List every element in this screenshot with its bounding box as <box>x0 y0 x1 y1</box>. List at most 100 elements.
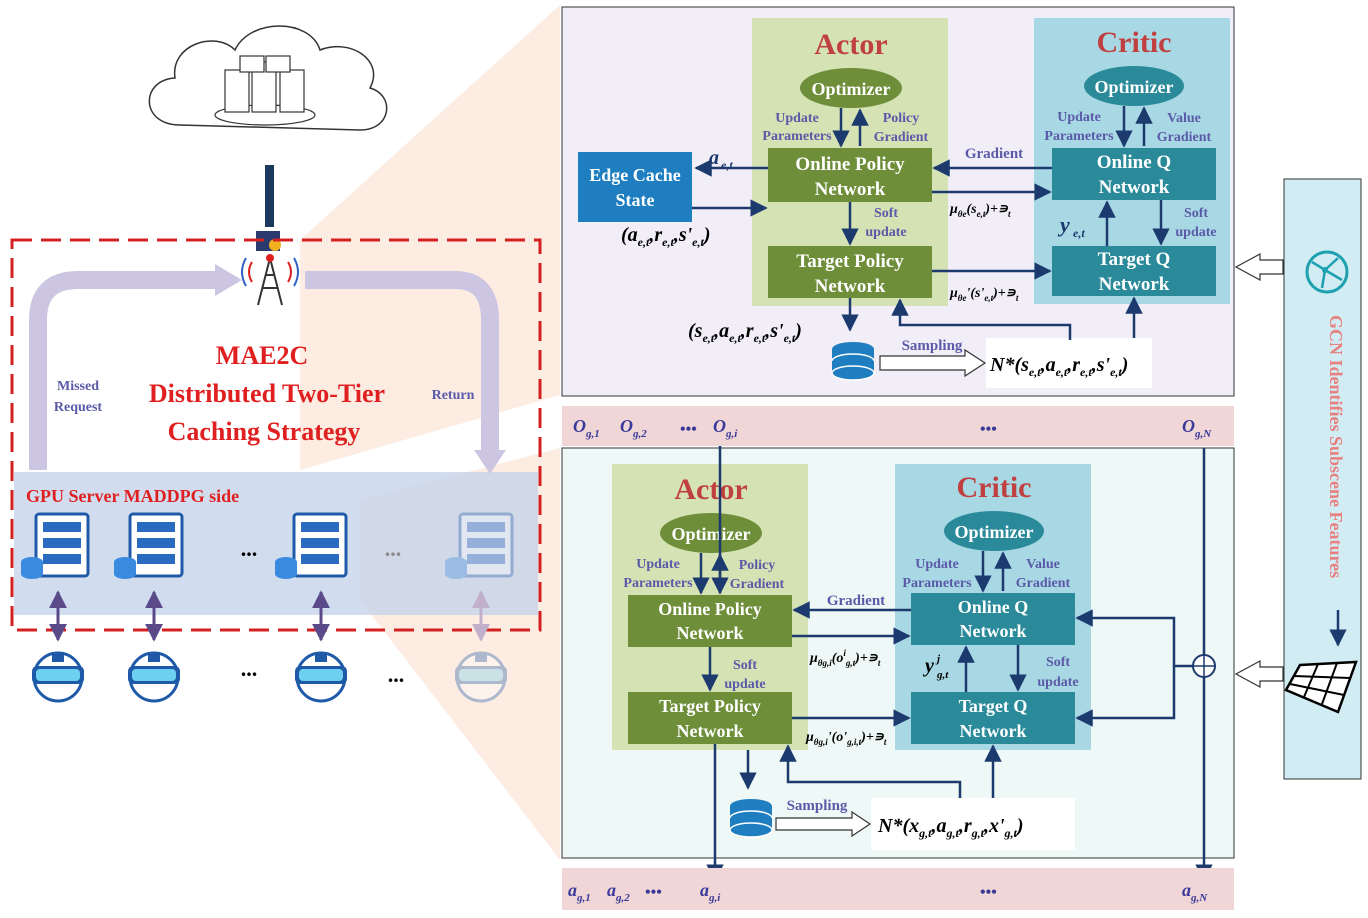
target-q-network <box>1052 246 1216 296</box>
observation-band <box>562 406 1234 446</box>
mae2c-title: MAE2C <box>216 341 308 370</box>
servers-ellipsis: ... <box>241 536 258 561</box>
gcn-label: GCN Identifies Subscene Features <box>1326 315 1346 578</box>
target-q-network-bottom <box>911 692 1075 744</box>
value-label: Value <box>1026 557 1060 572</box>
soft-label: Soft <box>1184 206 1208 221</box>
mu-target-formula: μθe'(s'e,t)+∍t <box>949 286 1019 303</box>
target-policy-label-1: Target Policy <box>796 251 904 272</box>
replay-buffer-icon <box>729 799 773 838</box>
minibatch-formula: N*(se,t,ae,t,re,t,s'e,t) <box>989 354 1128 379</box>
cloud-icon <box>148 25 388 131</box>
actor-title-bottom: Actor <box>674 473 747 506</box>
target-policy-network-bottom <box>628 692 792 744</box>
servers-ellipsis-faded: ... <box>385 536 402 561</box>
update-label: Update <box>1057 110 1101 125</box>
target-policy-bottom-label-2: Network <box>677 721 744 741</box>
svg-text:Og,N: Og,N <box>1182 416 1212 440</box>
svg-text:ag,1: ag,1 <box>568 880 591 904</box>
actor-title: Actor <box>814 28 887 61</box>
target-policy-network <box>768 246 932 298</box>
y-formula: y e,t <box>1057 212 1085 240</box>
critic-optimizer-bottom <box>944 511 1044 551</box>
svg-text:y: y <box>923 655 934 677</box>
actor-optimizer-label: Optimizer <box>812 79 891 99</box>
network-globe-icon <box>1305 250 1349 294</box>
svg-text:ag,N: ag,N <box>1182 880 1208 904</box>
svg-text:Og,2: Og,2 <box>620 416 647 440</box>
gpu-side-label: GPU Server MADDPG side <box>26 486 239 506</box>
top-panel-arrows <box>692 106 1170 340</box>
act-ellipsis: ••• <box>645 884 662 901</box>
svg-text:e,t: e,t <box>1073 226 1085 240</box>
observation-labels: Og,1 Og,2 Og,i Og,N <box>573 416 1212 440</box>
mu-formula-bottom: μθg,i(oig,t)+∍t <box>809 648 881 668</box>
parameters-label: Parameters <box>623 576 693 591</box>
policy-label: Policy <box>883 111 920 126</box>
act-ellipsis: ••• <box>980 884 997 901</box>
online-q-bottom-label-2: Network <box>960 621 1027 641</box>
replay-buffer-icon <box>831 342 875 381</box>
gpu-side-band <box>14 472 538 615</box>
edge-cache-label-2: State <box>616 190 655 210</box>
update-label: update <box>724 677 765 692</box>
online-q-label-1: Online Q <box>1097 152 1171 173</box>
users-ellipsis: ... <box>241 656 258 681</box>
update-label: update <box>1175 225 1216 240</box>
vr-user-icon-faded <box>455 651 507 703</box>
action-labels: ag,1 ag,2 ag,i ag,N <box>568 880 1208 904</box>
gpu-server-icon <box>21 512 90 579</box>
request-label: Request <box>54 400 103 415</box>
backhaul-link <box>265 165 274 227</box>
bottom-panel-arrows <box>692 446 1213 882</box>
policy-label: Policy <box>739 558 776 573</box>
replay-formula: (se,t,ae,t,re,t,s'e,t) <box>688 320 802 345</box>
target-q-bottom-label-1: Target Q <box>959 696 1028 716</box>
return-arrow <box>305 271 499 450</box>
sampling-arrow <box>879 348 987 378</box>
parameters-label: Parameters <box>762 129 832 144</box>
update-label: Update <box>915 557 959 572</box>
mae2c-frame <box>10 238 542 632</box>
online-q-bottom-label-1: Online Q <box>958 597 1029 617</box>
obs-ellipsis: ••• <box>680 421 697 438</box>
base-station-icon <box>241 231 299 306</box>
users-ellipsis: ... <box>388 662 405 687</box>
online-policy-label-1: Online Policy <box>795 154 905 175</box>
y-formula-bottom: y j g,t <box>923 653 949 681</box>
value-label: Value <box>1167 111 1201 126</box>
soft-label: Soft <box>733 658 757 673</box>
mu-formula: μθe(se,t)+∍t <box>949 202 1011 219</box>
target-q-label-2: Network <box>1099 274 1170 295</box>
svg-text:y: y <box>1057 212 1070 237</box>
svg-text:e,t: e,t <box>721 158 733 172</box>
gcn-feature-arrow-bottom <box>1234 659 1284 689</box>
update-label: update <box>865 225 906 240</box>
online-q-label-2: Network <box>1099 177 1170 198</box>
vr-user-icon <box>32 651 84 703</box>
online-policy-bottom-label-2: Network <box>677 623 744 643</box>
online-policy-network <box>768 148 932 202</box>
actor-optimizer-bottom-label: Optimizer <box>672 524 751 544</box>
policy-gradient-label: Gradient <box>874 130 929 145</box>
minibatch-formula-bottom: N*(xg,t,ag,t,rg,t,x'g,t) <box>877 815 1024 840</box>
soft-label: Soft <box>1046 655 1070 670</box>
sampling-label: Sampling <box>902 338 963 354</box>
sampling-arrow-bottom <box>775 810 872 838</box>
update-label: Update <box>636 557 680 572</box>
svg-text:g,t: g,t <box>936 669 949 681</box>
value-gradient-label: Gradient <box>1016 576 1071 591</box>
online-q-network-bottom <box>911 593 1075 645</box>
critic-optimizer-label: Optimizer <box>1095 77 1174 97</box>
vr-user-icon <box>295 651 347 703</box>
target-q-bottom-label-2: Network <box>960 721 1027 741</box>
gradient-label: Gradient <box>827 593 885 609</box>
svg-text:Og,1: Og,1 <box>573 416 600 440</box>
critic-optimizer <box>1084 66 1184 106</box>
online-policy-network-bottom <box>628 595 792 647</box>
edge-cache-state <box>578 152 692 222</box>
strategy-title: Distributed Two-Tier <box>149 379 385 408</box>
policy-gradient-label: Gradient <box>730 577 785 592</box>
mu-target-formula-bottom: μθg,i'(o'g,i,t)+∍t <box>805 730 887 747</box>
